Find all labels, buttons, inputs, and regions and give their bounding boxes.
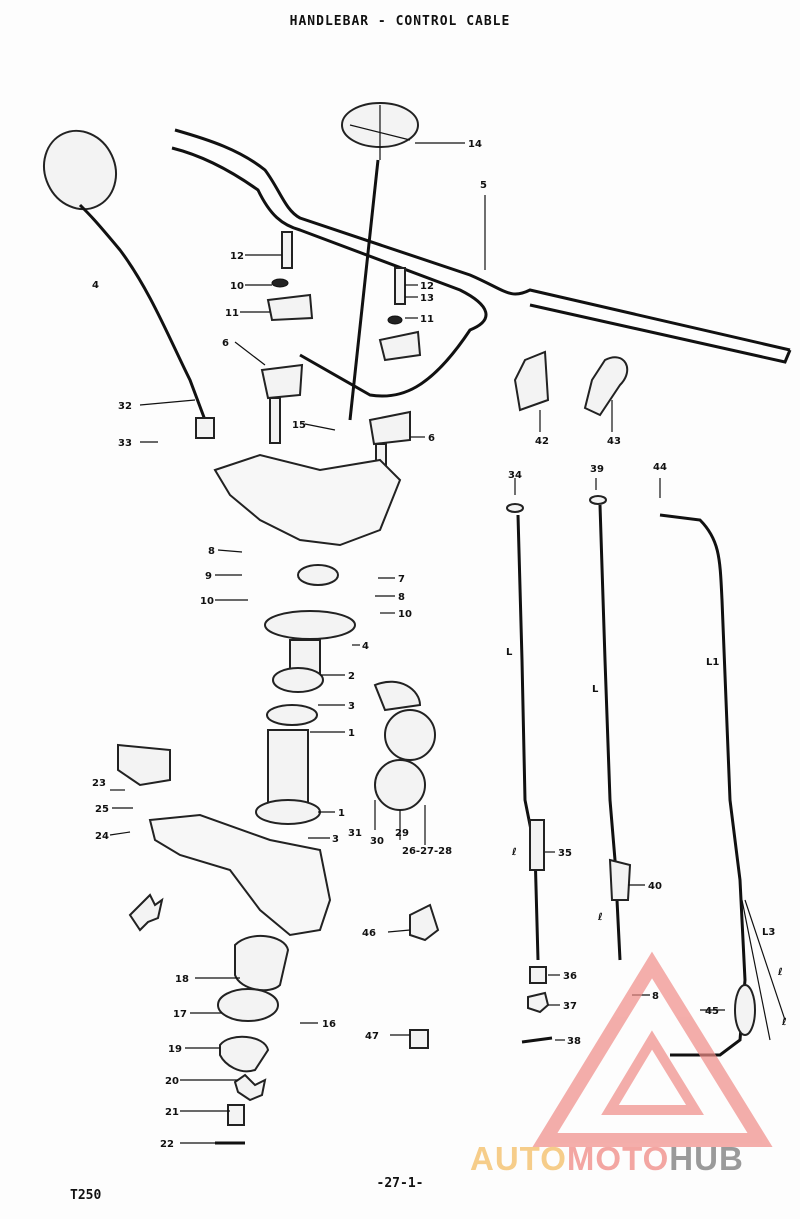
callout-19: 19 — [168, 1044, 182, 1055]
callout-10: 10 — [230, 281, 244, 292]
callout-30: 30 — [370, 836, 384, 847]
mirror — [43, 129, 215, 439]
lamp-lens-lower — [374, 759, 426, 811]
callout-18: 18 — [175, 974, 189, 985]
callout-37: 37 — [563, 1001, 577, 1012]
adjuster-36 — [529, 966, 547, 984]
callout-14: 14 — [468, 139, 482, 150]
model-code: T250 — [70, 1188, 102, 1203]
callout-5: 5 — [480, 180, 487, 191]
callout-4b: 4 — [362, 641, 369, 652]
page-number: -27-1- — [376, 1176, 424, 1191]
watermark-moto: MOTO — [566, 1140, 670, 1177]
diagram-title: HANDLEBAR - CONTROL CABLE — [289, 14, 511, 29]
lamp-lens-upper — [384, 709, 436, 761]
cap-47 — [409, 1029, 429, 1049]
watermark-text: AUTOMOTOHUB — [470, 1140, 744, 1178]
callout-35: 35 — [558, 848, 572, 859]
callout-23: 23 — [92, 778, 106, 789]
nut-37 — [527, 991, 550, 1014]
callout-10b: 10 — [200, 596, 214, 607]
callout-12b: 12 — [420, 281, 434, 292]
callout-20: 20 — [165, 1076, 179, 1087]
cable-guide-43 — [583, 356, 629, 417]
callout-6: 6 — [222, 338, 229, 349]
upper-bracket — [213, 453, 402, 547]
callout-8c: 8 — [652, 991, 659, 1002]
callout-16: 16 — [322, 1019, 336, 1030]
callout-9: 9 — [205, 571, 212, 582]
callout-7: 7 — [398, 574, 405, 585]
callout-46: 46 — [362, 928, 376, 939]
callout-42: 42 — [535, 436, 549, 447]
cable-guide-42 — [513, 350, 550, 412]
callout-39: 39 — [590, 464, 604, 475]
callout-47: 47 — [365, 1031, 379, 1042]
dimension-l-3: ℓ — [777, 967, 783, 978]
front-arrow-icon — [128, 893, 164, 932]
callout-17: 17 — [173, 1009, 187, 1020]
callout-33: 33 — [118, 438, 132, 449]
callout-1b: 1 — [338, 808, 345, 819]
handlebar-clamps — [260, 231, 422, 495]
callout-12: 12 — [230, 251, 244, 262]
callout-21: 21 — [165, 1107, 179, 1118]
callout-3: 3 — [348, 701, 355, 712]
callout-36: 36 — [563, 971, 577, 982]
callout-10c: 10 — [398, 609, 412, 620]
steering-damper-parts — [215, 934, 290, 1145]
callout-15: 15 — [292, 420, 306, 431]
callout-24: 24 — [95, 831, 109, 842]
callout-8b: 8 — [398, 592, 405, 603]
callout-25: 25 — [95, 804, 109, 815]
dimension-L: L — [506, 647, 513, 658]
callout-labels: 14 5 4 12 10 11 6 12 13 11 32 33 15 6 42… — [92, 139, 787, 1150]
callout-2: 2 — [348, 671, 355, 682]
callout-34: 34 — [508, 470, 522, 481]
dimension-L3: L3 — [762, 927, 775, 938]
watermark-hub: HUB — [669, 1140, 744, 1177]
watermark-logo — [532, 951, 773, 1147]
pin-38 — [521, 1036, 553, 1044]
clutch-cable — [506, 503, 545, 961]
callout-32: 32 — [118, 401, 132, 412]
callout-45: 45 — [705, 1006, 719, 1017]
callout-11b: 11 — [420, 314, 434, 325]
dimension-l: ℓ — [511, 847, 517, 858]
callout-44: 44 — [653, 462, 667, 473]
dimension-L-2: L — [592, 684, 599, 695]
callout-6b: 6 — [428, 433, 435, 444]
callout-29: 29 — [395, 828, 409, 839]
steering-stem-parts — [255, 564, 356, 825]
clip-46 — [409, 903, 440, 942]
callout-3b: 3 — [332, 834, 339, 845]
callout-22: 22 — [160, 1139, 174, 1150]
brake-cable — [589, 495, 632, 961]
callout-8: 8 — [208, 546, 215, 557]
handlebar — [171, 128, 792, 398]
callout-43: 43 — [607, 436, 621, 447]
callout-11: 11 — [225, 308, 239, 319]
stem-nut — [341, 102, 419, 421]
dimension-l-2: ℓ — [597, 912, 603, 923]
dimension-l-4: ℓ — [781, 1017, 787, 1028]
callout-26-27-28: 26-27-28 — [402, 846, 452, 857]
throttle-cable — [659, 513, 786, 1057]
callout-1: 1 — [348, 728, 355, 739]
callout-4: 4 — [92, 280, 99, 291]
watermark-auto: AUTO — [470, 1140, 567, 1177]
callout-38: 38 — [567, 1036, 581, 1047]
leader-lines — [109, 142, 725, 1144]
ignition-switch — [117, 743, 171, 787]
callout-13: 13 — [420, 293, 434, 304]
callout-31: 31 — [348, 828, 362, 839]
callout-40: 40 — [648, 881, 662, 892]
lower-bracket — [148, 813, 332, 937]
dimension-L1: L1 — [706, 657, 719, 668]
speedometer-cover — [373, 680, 422, 712]
